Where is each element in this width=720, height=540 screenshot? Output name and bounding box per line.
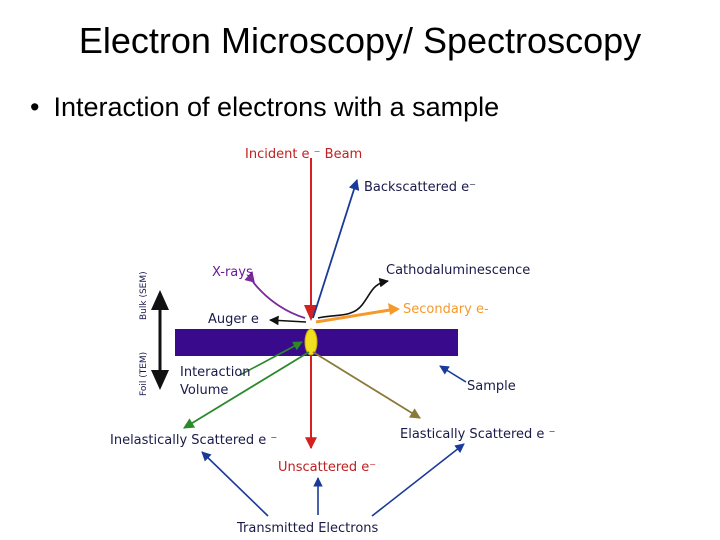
auger-arrow — [269, 315, 307, 326]
label-interaction-volume-1: Interaction — [180, 365, 251, 380]
label-sample: Sample — [467, 379, 516, 394]
bullet-text: Interaction of electrons with a sample — [53, 92, 500, 122]
label-inelastic: Inelastically Scattered e ⁻ — [110, 433, 277, 448]
label-backscattered: Backscattered e⁻ — [364, 180, 476, 195]
label-secondary: Secondary e- — [403, 302, 489, 317]
bullet-dot: • — [30, 92, 40, 122]
bullet-point: • Interaction of electrons with a sample — [30, 92, 499, 123]
elastic-scattered-arrow — [312, 351, 421, 419]
slide-title: Electron Microscopy/ Spectroscopy — [78, 20, 642, 61]
label-interaction-volume-2: Volume — [180, 383, 228, 398]
label-incident-beam: Incident e ⁻ Beam — [245, 147, 362, 162]
bulk-arrowhead — [151, 290, 169, 310]
foil-arrowhead — [151, 370, 169, 390]
label-foil: Foil (TEM) — [139, 352, 149, 396]
interaction-volume-pointer — [239, 341, 303, 376]
label-auger: Auger e — [208, 312, 259, 327]
transmitted-arrow-left — [201, 451, 269, 517]
label-bulk: Bulk (SEM) — [139, 271, 149, 320]
secondary-electron-arrowhead — [388, 303, 400, 315]
x-rays-arrow — [244, 270, 306, 319]
backscattered-arrow — [312, 178, 360, 319]
sample-pointer — [439, 365, 467, 383]
label-elastic: Elastically Scattered e ⁻ — [400, 427, 555, 442]
cathodoluminescence-arrow — [317, 277, 389, 319]
label-cathodoluminescence: Cathodaluminescence — [386, 263, 530, 278]
transmitted-arrow-right — [371, 443, 465, 517]
inelastic-scattered-arrow — [183, 351, 310, 429]
label-unscattered: Unscattered e⁻ — [278, 460, 376, 475]
secondary-electron-arrow — [315, 307, 397, 324]
interaction-volume — [304, 328, 318, 356]
label-transmitted: Transmitted Electrons — [236, 521, 379, 536]
incident-beam-arrowhead — [304, 305, 318, 321]
label-x-rays: X-rays — [212, 265, 253, 280]
